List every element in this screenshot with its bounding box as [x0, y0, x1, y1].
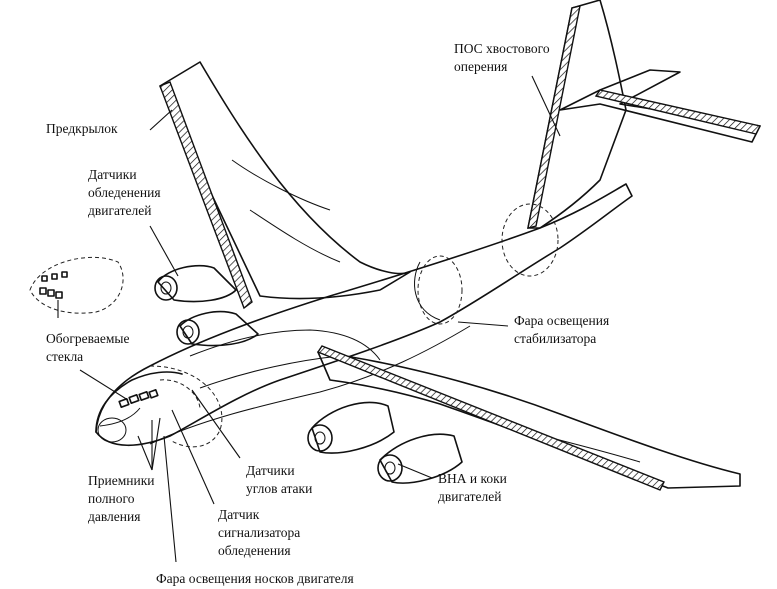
label-igv-and-spinners: ВНА и коки двигателей [438, 471, 507, 504]
nose-dome [97, 417, 127, 443]
label-icing-signal-sensor: Датчик сигнализатора обледенения [218, 507, 301, 558]
cockpit [95, 371, 183, 433]
fin-leading-edge [527, 5, 581, 229]
label-engine-icing-sensors: Датчики обледенения двигателей [88, 167, 161, 218]
label-pitot: Приемники полного давления [88, 473, 155, 524]
right-engines [307, 401, 463, 484]
stabilizer-leading-edge [594, 89, 762, 135]
label-tail-anti-icing: ПОС хвостового оперения [454, 41, 550, 74]
cockpit-inset [29, 256, 124, 314]
right-slat [316, 345, 665, 491]
stabilizer [559, 69, 761, 143]
right-wing [317, 351, 741, 489]
left-slat [159, 81, 253, 310]
heated-windows [118, 389, 159, 408]
leader-lines [57, 75, 561, 563]
left-wing [159, 61, 411, 300]
label-heated-glass: Обогреваемые стекла [46, 331, 130, 364]
fuselage [95, 183, 633, 447]
left-engines [154, 264, 259, 347]
label-slat: Предкрылок [46, 121, 118, 136]
label-stabilizer-light: Фара освещения стабилизатора [514, 313, 610, 346]
label-aoa-sensors: Датчики углов атаки [246, 463, 313, 496]
label-engine-nose-light: Фара освещения носков двигателя [156, 571, 354, 586]
